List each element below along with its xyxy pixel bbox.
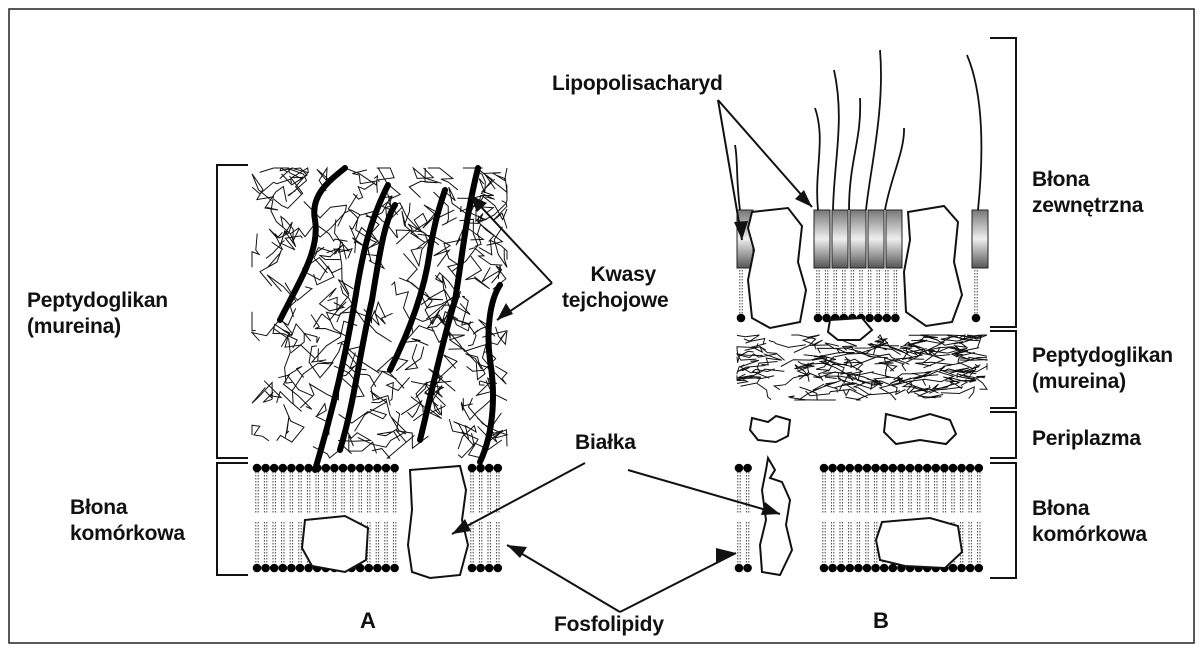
protein-b-1 <box>760 458 792 575</box>
label-periplasm: Periplazma <box>1032 426 1141 452</box>
label-peptidoglycan-a: Peptydoglikan(mureina) <box>27 288 168 340</box>
peptidoglycan-mesh-b <box>737 335 987 400</box>
periplasm-protein-1 <box>750 416 790 442</box>
arrow-protein-b <box>628 470 780 514</box>
teichoic-acids <box>280 168 500 470</box>
protein-a-1 <box>408 466 468 578</box>
protein-a-2 <box>302 516 368 572</box>
bracket-peptidoglycan-b <box>990 331 1016 408</box>
porin-1 <box>748 208 806 328</box>
bracket-peptidoglycan-a <box>217 165 248 458</box>
arrow-lps-1 <box>718 100 742 240</box>
label-panel-b: B <box>873 608 889 634</box>
porin-2 <box>904 206 962 326</box>
bracket-membrane-a <box>217 463 248 575</box>
arrow-phospholipid-b <box>620 553 736 612</box>
label-panel-a: A <box>360 608 376 634</box>
arrows <box>452 100 812 612</box>
bracket-periplasm <box>990 412 1016 458</box>
lipoprotein <box>828 318 872 340</box>
label-lipopolysaccharide: Lipopolisacharyd <box>552 71 723 97</box>
arrow-protein-a <box>452 463 585 534</box>
arrow-phospholipid-a <box>507 545 620 612</box>
label-phospholipids: Fosfolipidy <box>554 612 664 638</box>
periplasm-protein-2 <box>884 414 956 444</box>
protein-b-2 <box>876 518 962 568</box>
label-proteins: Białka <box>575 430 636 456</box>
arrow-lps-2 <box>718 100 812 207</box>
label-peptidoglycan-b: Peptydoglikan(mureina) <box>1032 343 1173 395</box>
teichoic-strand <box>315 185 388 470</box>
bracket-outer-membrane <box>990 38 1016 327</box>
bracket-membrane-b <box>990 463 1016 578</box>
lps-chains <box>735 50 981 210</box>
